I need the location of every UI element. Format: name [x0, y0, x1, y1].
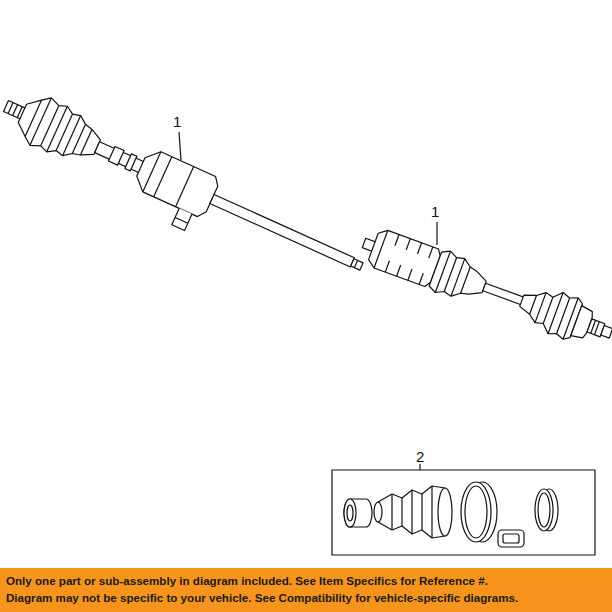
- callout-number: 1: [431, 204, 439, 219]
- kit-box: 2: [332, 446, 595, 556]
- left-axle-shaft: [0, 82, 372, 303]
- leader-line: [179, 132, 181, 160]
- kit-box-outline: [332, 470, 595, 555]
- callout-number: 2: [416, 449, 424, 464]
- notice-text: Diagram may not be specific to your vehi…: [0, 589, 612, 606]
- callout-number: 1: [173, 114, 181, 129]
- right-axle-shaft: [356, 222, 612, 354]
- leader-line: [436, 222, 437, 245]
- notice-text: Only one part or sub-assembly in diagram…: [0, 568, 612, 589]
- leader-line: [419, 464, 420, 470]
- notice-banner: Only one part or sub-assembly in diagram…: [0, 568, 612, 612]
